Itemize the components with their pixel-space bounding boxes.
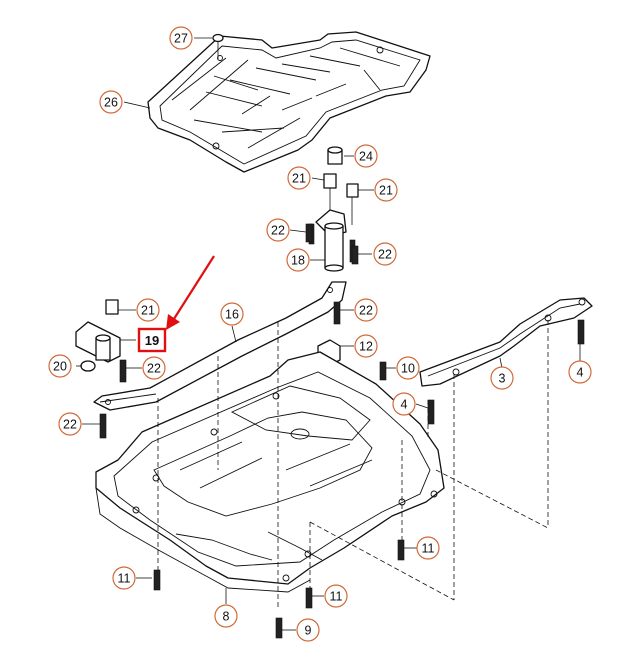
part-27-clip	[212, 33, 224, 60]
callout-label: 4	[401, 398, 408, 412]
callout-21: 21	[136, 298, 160, 322]
callouts: 27 26 24 21 21 22 18 22 21 16 22 19 12 20 22 10 3 4 4 22 11 1…	[48, 26, 592, 642]
callout-label: 24	[359, 150, 373, 164]
callout-27: 27	[169, 26, 193, 50]
callout-10: 10	[396, 356, 420, 380]
callout-26: 26	[99, 90, 123, 114]
bolts	[99, 223, 585, 639]
callout-16: 16	[220, 302, 244, 326]
callout-4: 4	[568, 360, 592, 384]
bolt-22-e	[99, 413, 107, 439]
callout-19-highlighted: 19	[137, 327, 167, 353]
bolt-22-c	[333, 301, 341, 325]
callout-3: 3	[490, 366, 514, 390]
callout-22: 22	[373, 242, 397, 266]
bolt-22-a	[305, 223, 313, 243]
callout-12: 12	[354, 334, 378, 358]
callout-label: 22	[378, 248, 392, 262]
part-19-mount	[75, 299, 121, 363]
callout-label: 19	[145, 333, 159, 348]
highlight-arrow	[166, 255, 215, 330]
bolt-4-a	[577, 319, 585, 345]
callout-18: 18	[286, 248, 310, 272]
callout-label: 22	[147, 362, 161, 376]
callout-9: 9	[296, 618, 320, 642]
callout-label: 26	[104, 96, 118, 110]
callout-label: 21	[141, 304, 155, 318]
callout-label: 11	[330, 590, 343, 604]
callout-label: 11	[118, 572, 131, 586]
callout-label: 8	[223, 610, 230, 624]
callout-label: 21	[292, 172, 306, 186]
callout-label: 21	[379, 184, 393, 198]
part-8-undertray	[95, 351, 445, 593]
bolt-9	[275, 617, 283, 639]
callout-label: 22	[271, 224, 285, 238]
part-21-nut-upper-right	[346, 183, 359, 225]
callout-label: 22	[63, 418, 77, 432]
part-26-noise-insulation-panel	[147, 31, 431, 173]
bolt-11-c	[305, 587, 313, 609]
callout-label: 27	[174, 32, 188, 46]
callout-11: 11	[112, 566, 136, 590]
callout-label: 10	[401, 362, 415, 376]
callout-21: 21	[374, 178, 398, 202]
part-16-bracket-rail	[93, 281, 347, 411]
bolt-11-b	[397, 539, 405, 561]
bolt-22-d	[119, 359, 127, 383]
part-3-reinforcement	[419, 297, 593, 387]
part-20-nut	[80, 360, 96, 372]
callout-label: 18	[291, 254, 305, 268]
assembly-axis-lines	[157, 320, 549, 610]
leader-lines	[76, 37, 581, 631]
callout-22: 22	[142, 356, 166, 380]
bolt-22-b	[351, 245, 359, 265]
part-21-nut-upper-left	[323, 173, 337, 210]
callout-22: 22	[266, 218, 290, 242]
callout-label: 3	[499, 372, 506, 386]
callout-8: 8	[214, 604, 238, 628]
callout-22: 22	[354, 298, 378, 322]
callout-11: 11	[324, 584, 348, 608]
callout-label: 11	[422, 542, 435, 556]
callout-label: 4	[577, 366, 584, 380]
bolt-4-b	[427, 399, 435, 425]
part-18-support-post	[308, 209, 356, 272]
callout-label: 12	[359, 340, 373, 354]
callout-label: 9	[305, 624, 312, 638]
callout-24: 24	[354, 144, 378, 168]
bolt-10	[379, 361, 387, 381]
part-24-cap	[327, 146, 343, 165]
callout-21: 21	[287, 166, 311, 190]
callout-20: 20	[48, 354, 72, 378]
callout-4: 4	[392, 392, 416, 416]
callout-label: 20	[53, 360, 67, 374]
callout-22: 22	[58, 412, 82, 436]
bolt-11-a	[153, 569, 161, 591]
callout-label: 22	[359, 304, 373, 318]
callout-11: 11	[416, 536, 440, 560]
callout-label: 16	[225, 308, 239, 322]
